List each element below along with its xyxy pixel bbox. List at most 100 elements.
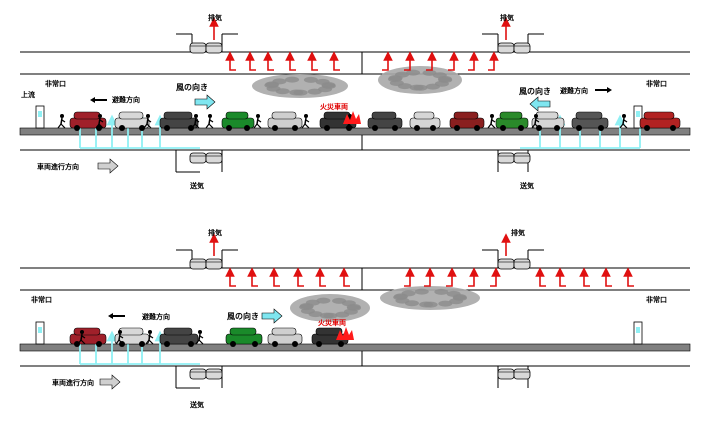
vehicle-5: [319, 111, 357, 131]
bottom-fire-vehicle-label: 火災車両: [318, 319, 346, 327]
exhaust-flow-arrow-2: [269, 267, 280, 287]
exhaust-fan-right-a: [497, 258, 515, 270]
vehicle-3: [225, 327, 263, 347]
smoke-cloud-1: [380, 286, 480, 310]
top-vehicle-direction-label: 車両進行方向: [37, 163, 79, 171]
vehicle-10: [531, 111, 565, 131]
exhaust-fan-right-b: [513, 42, 531, 54]
evac-direction-arrow-0: [90, 97, 107, 103]
vehicle-direction-arrow: [99, 374, 121, 390]
exhaust-flow-arrow-8: [426, 51, 437, 71]
fire-flame: [336, 327, 354, 340]
vehicle-7: [409, 111, 441, 131]
vehicle-4: [267, 111, 303, 131]
exhaust-flow-arrow-10: [468, 51, 479, 71]
exhaust-fan-left-a: [189, 258, 207, 270]
exhaust-flow-arrow-5: [339, 267, 350, 287]
top-exhaust-label-left: 排気: [208, 14, 222, 22]
emergency-exit-door-1: [633, 105, 643, 129]
top-emergency-exit-label-right: 非常口: [646, 80, 667, 88]
vehicle-8: [449, 111, 485, 131]
bottom-exhaust-label-left: 排気: [208, 229, 222, 237]
intake-fan-right-a: [497, 152, 515, 164]
vehicle-2: [159, 111, 199, 131]
wind-direction-arrow-0: [261, 308, 283, 324]
emergency-exit-door-1: [633, 321, 643, 345]
wind-direction-arrow-0: [194, 94, 216, 110]
exhaust-flow-arrow-15: [623, 267, 634, 287]
top-exhaust-label-right: 排気: [500, 14, 514, 22]
evacuee-0: [57, 114, 66, 129]
bottom-exhaust-label-right: 排気: [511, 229, 525, 237]
smoke-cloud-0: [252, 74, 348, 98]
evacuee-2: [143, 114, 152, 129]
evacuee-2: [145, 330, 154, 345]
vehicle-11: [571, 111, 609, 131]
exhaust-flow-arrow-2: [263, 51, 274, 71]
intake-fan-left-a: [189, 368, 207, 380]
exhaust-flow-arrow-5: [329, 51, 340, 71]
exhaust-flow-arrow-1: [245, 51, 256, 71]
evac-direction-arrow-0: [108, 313, 125, 319]
exhaust-flow-arrow-7: [404, 51, 415, 71]
evac-direction-arrow-1: [595, 87, 612, 93]
top-evac-direction-label-right: 避難方向: [560, 87, 588, 95]
bottom-emergency-exit-label-left: 非常口: [31, 296, 52, 304]
top-wind-direction-label-right: 風の向き: [519, 87, 551, 96]
top-intake-label-left: 送気: [190, 182, 204, 190]
exhaust-flow-arrow-12: [555, 267, 566, 287]
top-fire-vehicle-label: 火災車両: [320, 103, 348, 111]
exhaust-flow-arrow-1: [247, 267, 258, 287]
vehicle-2: [159, 327, 199, 347]
exhaust-flow-arrow-9: [448, 51, 459, 71]
road-deck: [19, 127, 691, 136]
top-upwind-label: 上流: [21, 91, 35, 99]
exhaust-flow-arrow-14: [601, 267, 612, 287]
evacuee-4: [205, 114, 214, 129]
bottom-emergency-exit-label-right: 非常口: [646, 296, 667, 304]
bottom-wind-direction-label: 風の向き: [227, 312, 259, 321]
evacuee-3: [195, 330, 204, 345]
exhaust-fan-right-b: [513, 258, 531, 270]
evacuee-6: [301, 114, 310, 129]
top-evac-direction-label-left: 避難方向: [112, 96, 140, 104]
bottom-scenario-panel: [19, 233, 691, 390]
exhaust-fan-right-a: [497, 42, 515, 54]
intake-fan-right-b: [513, 368, 531, 380]
bottom-evac-direction-label: 避難方向: [142, 313, 170, 321]
vehicle-0: [69, 327, 107, 347]
top-scenario-panel: [19, 17, 691, 174]
exhaust-flow-arrow-4: [315, 267, 326, 287]
exhaust-flow-arrow-6: [382, 51, 393, 71]
evacuee-9: [531, 114, 540, 129]
vehicle-6: [367, 111, 403, 131]
exhaust-flow-arrow-8: [446, 267, 457, 287]
intake-fan-right-a: [497, 368, 515, 380]
vehicle-3: [221, 111, 255, 131]
evacuee-3: [191, 114, 200, 129]
evacuee-5: [253, 114, 262, 129]
exhaust-flow-arrow-0: [225, 51, 236, 71]
exhaust-fan-left-b: [205, 42, 223, 54]
fire-flame: [343, 111, 361, 124]
intake-fan-left-b: [205, 152, 223, 164]
exhaust-flow-arrow-3: [293, 267, 304, 287]
evacuee-1: [95, 114, 104, 129]
evacuee-8: [487, 114, 496, 129]
bottom-vehicle-direction-label: 車両進行方向: [52, 379, 94, 387]
exhaust-flow-arrow-3: [285, 51, 296, 71]
road-deck: [19, 343, 691, 352]
smoke-cloud-0: [290, 294, 370, 322]
vehicle-1: [114, 111, 150, 131]
exhaust-flow-arrow-10: [490, 267, 501, 287]
vehicle-4: [267, 327, 303, 347]
vehicle-0: [69, 111, 107, 131]
intake-fan-right-b: [513, 152, 531, 164]
evacuee-1: [115, 330, 124, 345]
top-wind-direction-label-left: 風の向き: [176, 83, 208, 92]
exhaust-flow-arrow-11: [535, 267, 546, 287]
exhaust-flow-arrow-4: [307, 51, 318, 71]
intake-fan-left-b: [205, 368, 223, 380]
